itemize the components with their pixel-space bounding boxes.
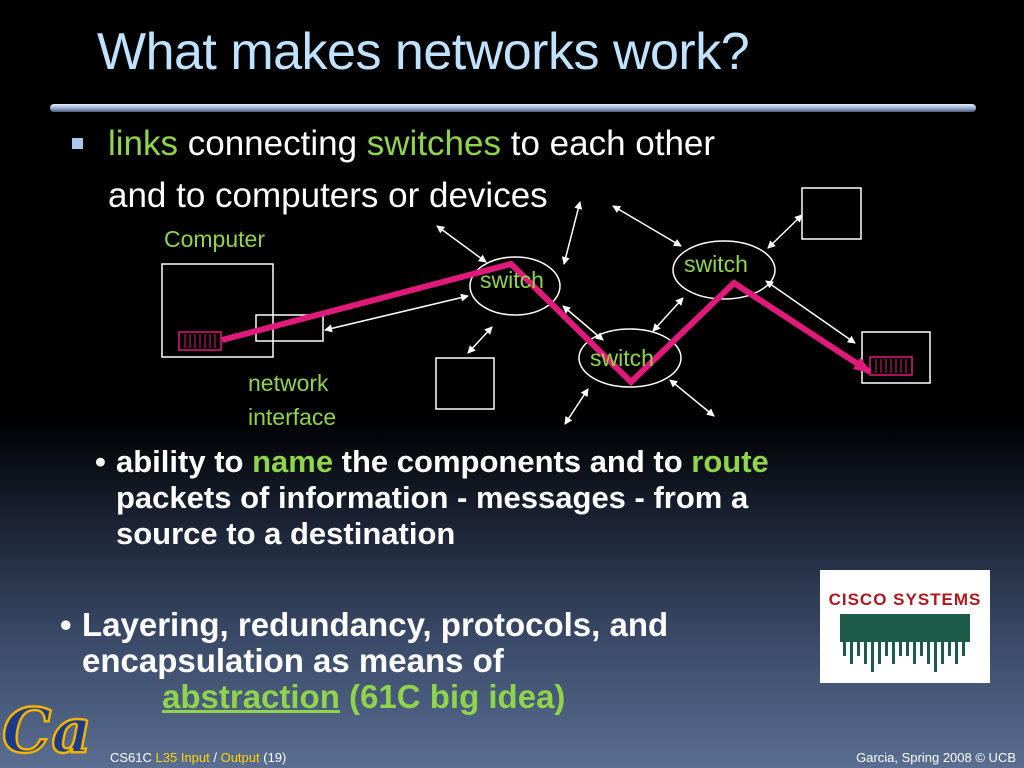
term-links: links [108, 124, 179, 163]
text: CS61C [110, 750, 156, 765]
bullet-2-line-3: source to a destination [116, 516, 456, 551]
computer-box [161, 263, 274, 358]
cal-logo-icon: Cal [1, 693, 92, 768]
slide-title: What makes networks work? [97, 23, 750, 81]
text: connecting [178, 124, 367, 163]
term-switches: switches [366, 124, 501, 163]
text: / [209, 750, 221, 765]
bullet-2-line-2: packets of information - messages - from… [116, 480, 749, 515]
cisco-bars-icon [840, 614, 970, 672]
network-interface-label-2: interface [248, 404, 337, 430]
svg-text:Cal: Cal [2, 694, 92, 767]
switch-node [672, 240, 776, 300]
footer-left: CS61C L35 Input / Output (19) [110, 750, 286, 765]
title-divider [50, 104, 976, 112]
footer-topic: Output [220, 750, 260, 765]
switch-label: switch [590, 345, 654, 371]
switch-label: switch [684, 251, 748, 277]
footer-right: Garcia, Spring 2008 © UCB [856, 750, 1016, 765]
text: ability to [116, 444, 253, 479]
network-interface-label-1: network [248, 370, 329, 396]
term-abstraction: abstraction [162, 678, 340, 715]
bullet-3-line-3: abstraction (61C big idea) [162, 678, 565, 716]
term-route: route [691, 444, 769, 479]
term-name: name [252, 444, 334, 479]
bullet-3-line-2: encapsulation as means of [82, 642, 504, 679]
footer-lecture: L35 Input [155, 750, 210, 765]
bullet-3-line-1: Layering, redundancy, protocols, and [82, 606, 669, 643]
bullet-dot: • [95, 444, 106, 479]
cisco-logo: Cisco Systems [820, 570, 990, 683]
text: (61C big idea) [339, 678, 566, 715]
switch-node [578, 328, 682, 388]
bullet-2-line-1: ability to name the components and to ro… [116, 444, 769, 480]
device-box [435, 357, 495, 410]
bullet-marker [72, 138, 83, 149]
cisco-wordmark: Cisco Systems [828, 590, 982, 609]
text: to each other [501, 124, 716, 163]
device-box [801, 187, 862, 240]
bullet-dot: • [60, 606, 72, 643]
bullet-1-line-1: links connecting switches to each other [108, 124, 715, 164]
computer-label: Computer [164, 226, 265, 252]
switch-node [469, 256, 561, 316]
switch-label: switch [480, 267, 544, 293]
bullet-1-line-2: and to computers or devices [108, 176, 548, 215]
text: (19) [259, 750, 287, 765]
route-path [221, 260, 872, 387]
text: the components and to [333, 444, 692, 479]
